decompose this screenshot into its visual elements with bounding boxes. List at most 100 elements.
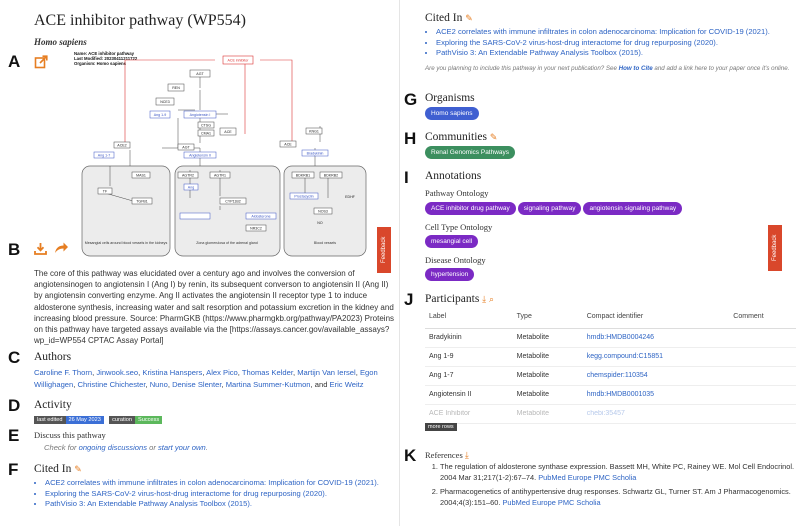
marker-e: E (8, 426, 20, 445)
disease-title: Disease Ontology (425, 255, 486, 265)
node-nce3: NCE3 (160, 100, 170, 104)
discuss-title: Discuss this pathway (34, 430, 106, 440)
node-ace-inhibitor: ACE inhibitor (228, 59, 250, 63)
disease-pills: hypertension (425, 268, 476, 281)
author-link[interactable]: Kristina Hanspers (142, 368, 203, 377)
author-link[interactable]: Denise Slenter (172, 380, 222, 389)
node-bdkrb1: BDKRB1 (296, 174, 310, 178)
node-edhf: EDHF (345, 195, 356, 199)
col-identifier[interactable]: Compact identifier (582, 306, 730, 329)
author-link[interactable]: Egon Willighagen (34, 368, 378, 389)
node-agtr1: AGTR1 (214, 174, 226, 178)
marker-k: K (404, 446, 417, 465)
authors-title: Authors (34, 351, 72, 363)
more-rows-button[interactable]: more rows (425, 423, 457, 431)
feedback-tab[interactable]: Feedback (377, 227, 391, 273)
marker-d: D (8, 396, 21, 415)
node-ang-1-9: Ang 1-9 (154, 113, 167, 117)
node-bdkrb2: BDKRB2 (324, 174, 338, 178)
author-link[interactable]: Eric Weitz (329, 380, 364, 389)
node-nos3: NOS3 (318, 210, 328, 214)
activity-title: Activity (34, 399, 72, 411)
marker-a: A (8, 52, 21, 71)
ontology-pill[interactable]: ACE inhibitor drug pathway (425, 202, 516, 215)
reference-item: The regulation of aldosterone synthase e… (440, 462, 796, 483)
right-panel: Cited In ✎ ACE2 correlates with immune i… (400, 0, 796, 526)
ontology-pill[interactable]: signaling pathway (517, 202, 582, 215)
node-mas1: MAS1 (136, 174, 146, 178)
authors-list: Caroline F. Thorn, Jinwook.seo, Kristina… (34, 368, 378, 389)
node-bradykinin: Bradykinin (307, 152, 324, 156)
table-row: Bradykinin Metabolite hmdb:HMDB0004246 (425, 328, 796, 348)
cited-in-item[interactable]: Exploring the SARS-CoV-2 virus-host-drug… (436, 38, 770, 49)
community-pill[interactable]: Renal Genomics Pathways (425, 146, 516, 159)
marker-c: C (8, 348, 21, 367)
author-link[interactable]: Nuno (149, 380, 168, 389)
cited-in-item[interactable]: PathVisio 3: An Extendable Pathway Analy… (436, 48, 770, 59)
author-link[interactable]: Thomas Kelder (241, 368, 293, 377)
open-external-icon[interactable] (34, 55, 48, 71)
author-link[interactable]: Caroline F. Thorn (34, 368, 93, 377)
references-list: The regulation of aldosterone synthase e… (430, 462, 796, 512)
author-link[interactable]: Jinwook.seo (96, 368, 139, 377)
edit-pencil-icon[interactable]: ✎ (465, 13, 473, 23)
node-ang-1-7: Ang 1-7 (98, 154, 111, 158)
cell-type-pill[interactable]: mesangial cell (425, 235, 479, 248)
organisms-title: Organisms (425, 92, 475, 104)
identifier-link[interactable]: kegg.compound:C15851 (582, 347, 730, 367)
ongoing-discussions-link[interactable]: ongoing discussions (78, 443, 147, 452)
identifier-link[interactable]: hmdb:HMDB0004246 (582, 328, 730, 348)
ontology-pill[interactable]: angiotensin signaling pathway (583, 202, 683, 215)
author-link[interactable]: Martina Summer-Kutmon (225, 380, 311, 389)
start-discussion-link[interactable]: start your own (157, 443, 206, 452)
table-row: Ang 1-9 Metabolite kegg.compound:C15851 (425, 347, 796, 367)
node-kng1: KNG1 (309, 130, 319, 134)
disease-pill[interactable]: hypertension (425, 268, 475, 281)
references-title: References ⤓ (425, 450, 469, 460)
download-icon[interactable]: ⤓ (482, 294, 487, 304)
reference-links[interactable]: PubMed Europe PMC Scholia (538, 472, 637, 482)
download-icon[interactable] (34, 242, 47, 257)
table-row: Angiotensin II Metabolite hmdb:HMDB00010… (425, 385, 796, 405)
identifier-link[interactable]: hmdb:HMDB0001035 (582, 385, 730, 405)
diagram-header-organism: Organism: Homo sapiens (74, 61, 127, 66)
node-angiotensin-i: Angiotensin I (190, 113, 211, 117)
node-aldosterone: Aldosterone (251, 215, 270, 219)
pathway-diagram[interactable]: Name: ACE inhibitor pathway Last Modifie… (70, 48, 370, 263)
node-cyp11b2: CYP11B2 (225, 200, 241, 204)
last-edited-value: 26 May 2023 (65, 416, 104, 424)
author-link[interactable]: Martijn Van Iersel (297, 368, 356, 377)
author-link[interactable]: Alex Pico (206, 368, 238, 377)
cited-in-item[interactable]: Exploring the SARS-CoV-2 virus-host-drug… (45, 489, 379, 500)
how-to-cite-link[interactable]: How to Cite (618, 65, 653, 72)
col-comment[interactable]: Comment (729, 306, 796, 329)
node-cma1: CMA1 (201, 132, 211, 136)
edit-pencil-icon[interactable]: ✎ (489, 132, 498, 142)
node-prostacyclin: Prostacyclin (294, 195, 313, 199)
organism-pill[interactable]: Homo sapiens (425, 107, 479, 120)
node-ren: REN (172, 86, 180, 90)
node-angiotensin-ii: Angiotensin II (189, 154, 211, 158)
marker-g: G (404, 90, 418, 109)
cited-in-item[interactable]: ACE2 correlates with immune infiltrates … (45, 478, 379, 489)
participants-title: Participants ⤓ ⌕ (425, 293, 495, 305)
cited-in-item[interactable]: PathVisio 3: An Extendable Pathway Analy… (45, 499, 379, 510)
share-icon[interactable] (54, 241, 69, 256)
feedback-tab[interactable]: Feedback (768, 225, 782, 271)
edit-pencil-icon[interactable]: ✎ (74, 464, 82, 474)
cite-note: Are you planning to include this pathway… (425, 65, 790, 72)
download-icon[interactable]: ⤓ (464, 450, 469, 460)
identifier-link[interactable]: chemspider:110354 (582, 366, 730, 386)
panel-divider (399, 0, 400, 526)
identifier-link[interactable]: chebi:35457 (582, 404, 730, 424)
col-label[interactable]: Label (425, 306, 513, 329)
reference-links[interactable]: PubMed Europe PMC Scholia (502, 497, 601, 507)
marker-i: I (404, 168, 409, 187)
cited-in-list: ACE2 correlates with immune infiltrates … (34, 478, 379, 510)
cited-in-title: Cited In ✎ (34, 463, 82, 475)
right-cited-in-list: ACE2 correlates with immune infiltrates … (425, 27, 770, 59)
col-type[interactable]: Type (512, 306, 583, 329)
author-link[interactable]: Christine Chichester (77, 380, 146, 389)
cited-in-item[interactable]: ACE2 correlates with immune infiltrates … (436, 27, 770, 38)
search-icon[interactable]: ⌕ (489, 294, 495, 304)
